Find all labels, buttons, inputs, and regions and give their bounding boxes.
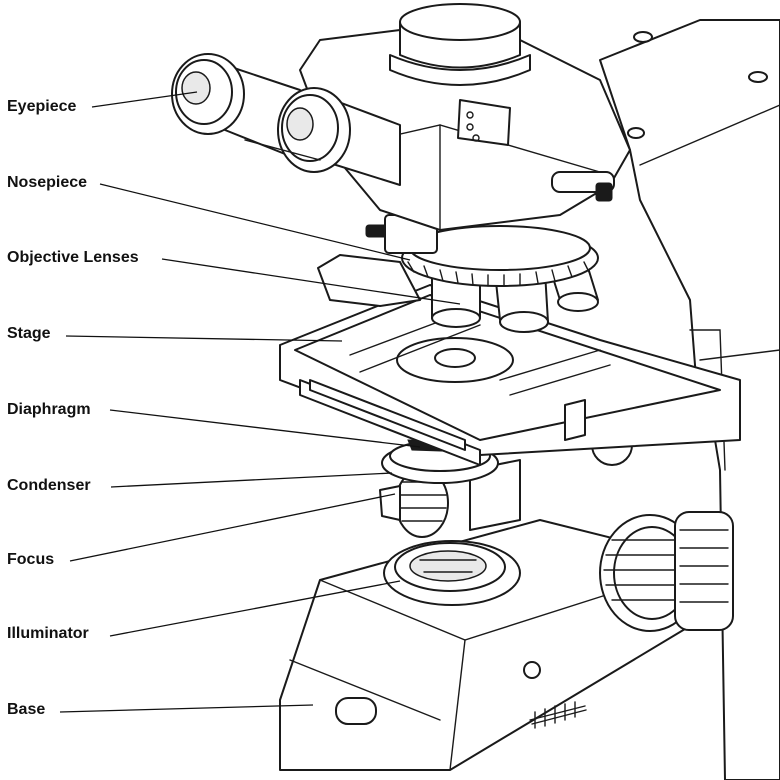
label-focus: Focus <box>7 551 55 568</box>
leader-diaphragm <box>109 409 421 448</box>
leader-illuminator <box>109 580 401 637</box>
label-stage: Stage <box>7 325 51 342</box>
focus-knob-coarse <box>599 511 734 632</box>
label-condenser: Condenser <box>7 477 91 494</box>
illuminator <box>383 540 521 606</box>
leader-lines <box>59 91 461 713</box>
label-illuminator: Illuminator <box>7 625 89 642</box>
microscope-base <box>279 519 701 771</box>
leader-condenser <box>110 472 393 488</box>
nosepiece <box>365 214 599 287</box>
microscope-stage <box>279 284 741 466</box>
leader-stage <box>65 335 343 342</box>
leader-focus <box>69 493 396 562</box>
leader-eyepiece <box>91 91 198 108</box>
leader-objective-lenses <box>161 258 461 305</box>
label-nosepiece: Nosepiece <box>7 174 88 191</box>
leader-nosepiece <box>99 183 411 261</box>
label-base: Base <box>7 701 46 718</box>
leader-base <box>59 704 314 713</box>
eyepieces <box>171 53 401 186</box>
label-objective-lenses: Objective Lenses <box>7 249 139 266</box>
base-handle <box>335 697 377 725</box>
label-diaphragm: Diaphragm <box>7 401 91 418</box>
label-eyepiece: Eyepiece <box>7 98 77 115</box>
microscope-arm <box>599 19 780 780</box>
